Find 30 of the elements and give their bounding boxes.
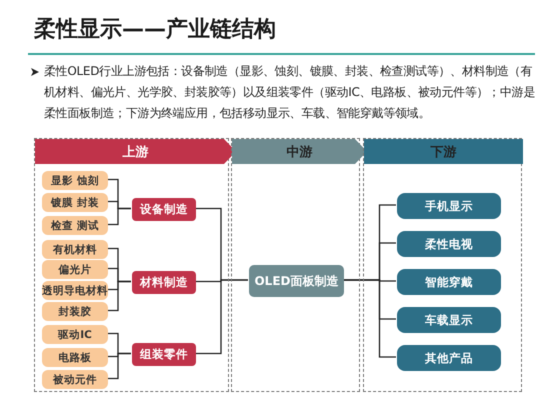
bracket-line [107,208,131,226]
item-box: 检查 测试 [42,216,108,235]
item-box: 偏光片 [42,260,108,279]
bracket-line [343,279,396,358]
application-box: 智能穿戴 [397,269,501,295]
description-text: 柔性OLED行业上游包括：设备制造（显影、蚀刻、镀膜、封装、检查测试等）、材料制造（有机材料、偏光片、光学胶、封装胶等）以及组装零件（驱动IC、电路板、被动元件等）；中游是柔性面板制造；下游为终端应用，包括移动显示、车载、智能穿戴等领域。 [44,63,536,122]
item-box: 有机材料 [42,240,108,259]
category-box: 材料制造 [132,271,196,294]
bracket-line [107,352,131,380]
process-box: OLED面板制造 [249,265,344,297]
application-box: 柔性电视 [397,231,501,257]
item-box: 封装胶 [42,302,108,321]
application-box: 车载显示 [397,307,501,333]
category-box: 组装零件 [132,343,196,366]
column-panel [363,138,522,392]
item-box: 镀膜 封装 [42,193,108,212]
column-header: 中游 [232,139,367,164]
application-box: 手机显示 [397,193,501,219]
item-box: 驱动IC [42,325,108,344]
bracket-line [107,280,131,312]
column-panel [34,138,229,392]
column-header: 下游 [364,139,523,164]
item-box: 显影 蚀刻 [42,171,108,190]
item-box: 电路板 [42,348,108,367]
category-box: 设备制造 [132,198,196,221]
title: 柔性显示——产业链结构 [34,16,276,44]
item-box: 透明导电材料 [42,281,108,300]
bracket-line [195,279,248,354]
item-box: 被动元件 [42,370,108,389]
application-box: 其他产品 [397,345,501,371]
